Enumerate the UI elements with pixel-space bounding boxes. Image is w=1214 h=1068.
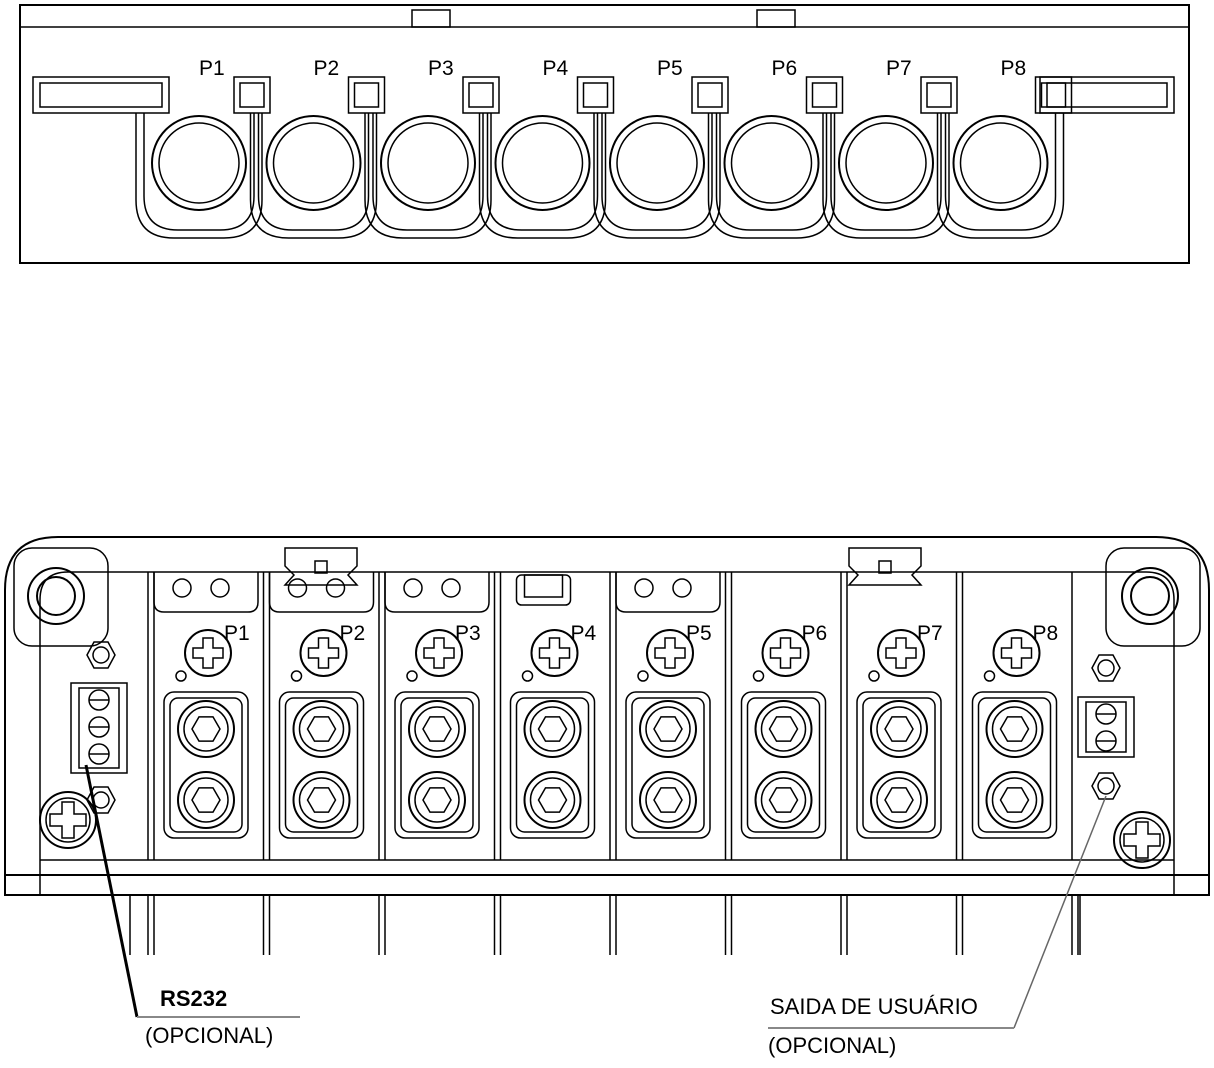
hex-fitting-icon	[985, 700, 1044, 758]
top-port-8	[936, 113, 1065, 239]
user-output-callout: SAIDA DE USUÁRIO (OPCIONAL)	[768, 795, 1107, 1058]
hex-fitting-icon	[985, 771, 1044, 829]
hex-fitting-icon	[639, 700, 697, 758]
top-port-label: P1	[199, 57, 225, 80]
top-port-6	[707, 113, 836, 239]
housing-inner-outline	[39, 571, 1175, 895]
user-output-leader-line	[1013, 795, 1107, 1029]
port-label: P1	[224, 622, 250, 645]
corner-mount-right	[1105, 547, 1201, 647]
phillips-screw-icon	[1113, 811, 1171, 869]
port-label: P7	[917, 622, 943, 645]
port-module-4: P4	[493, 572, 597, 860]
rs232-title: RS232	[160, 986, 227, 1011]
port-label: P5	[686, 622, 712, 645]
port-label: P3	[455, 622, 481, 645]
bottom-view-panel: P1 P2 P3 P4 P5 P6 P7 P8	[4, 536, 1210, 955]
user-output-note: (OPCIONAL)	[768, 1033, 896, 1058]
clip-left	[283, 547, 359, 586]
port-module-3: P3	[378, 572, 490, 860]
top-slot	[920, 76, 958, 114]
housing-fins	[129, 895, 1081, 955]
hex-fitting-icon	[754, 700, 813, 758]
top-port-5	[593, 113, 721, 239]
top-slot	[1034, 76, 1073, 114]
hex-fitting-icon	[408, 700, 466, 758]
rs232-note: (OPCIONAL)	[145, 1023, 273, 1048]
top-port-1	[135, 113, 263, 239]
terminal-block-icon	[1077, 696, 1135, 758]
top-port-label: P7	[886, 57, 912, 80]
hex-fitting-icon	[523, 771, 582, 829]
top-slot	[233, 76, 271, 114]
housing-outline	[4, 536, 1210, 896]
top-port-label: P5	[657, 57, 683, 80]
top-port-label: P3	[428, 57, 454, 80]
port-module-7: P7	[840, 572, 943, 860]
hex-fitting-icon	[292, 771, 351, 829]
hex-nut-icon	[86, 641, 116, 669]
hex-fitting-icon	[754, 771, 813, 829]
user-output-title: SAIDA DE USUÁRIO	[770, 994, 978, 1019]
port-module-8: P8	[955, 572, 1059, 860]
port-label: P8	[1033, 622, 1059, 645]
top-port-7	[822, 113, 950, 239]
port-label: P6	[802, 622, 828, 645]
phillips-screw-icon	[992, 629, 1041, 677]
end-slot-right	[1039, 76, 1175, 114]
top-port-3	[364, 113, 492, 239]
hex-nut-icon	[1091, 654, 1121, 682]
top-slot	[347, 76, 386, 114]
phillips-screw-icon	[184, 629, 232, 677]
phillips-screw-icon	[530, 629, 579, 677]
top-port-label: P8	[1001, 57, 1027, 80]
top-port-label: P4	[543, 57, 569, 80]
top-port-4	[478, 113, 607, 239]
top-port-label: P6	[772, 57, 798, 80]
top-port-label: P2	[314, 57, 340, 80]
end-slot-left	[32, 76, 170, 114]
corner-mount-left	[13, 547, 109, 647]
top-slot	[805, 76, 844, 114]
phillips-screw-icon	[761, 629, 810, 677]
top-port-2	[249, 113, 378, 239]
rs232-callout: RS232 (OPCIONAL)	[84, 764, 300, 1048]
rs232-leader-line	[84, 764, 139, 1018]
phillips-screw-icon	[877, 629, 925, 677]
top-tab-right	[756, 9, 796, 28]
top-slot	[576, 76, 615, 114]
terminal-block-icon	[70, 682, 128, 774]
hex-fitting-icon	[639, 771, 697, 829]
clip-right	[847, 547, 923, 586]
top-view-panel: P1 P2 P3 P4 P5 P6 P7 P8	[19, 4, 1190, 264]
top-slot	[462, 76, 500, 114]
phillips-screw-icon	[415, 629, 463, 677]
hex-fitting-icon	[292, 700, 351, 758]
port-label: P2	[340, 622, 366, 645]
port-label: P4	[571, 622, 597, 645]
port-module-5: P5	[609, 572, 721, 860]
port-module-1: P1	[147, 572, 259, 860]
hex-fitting-icon	[870, 771, 928, 829]
phillips-screw-icon	[299, 629, 348, 677]
hex-fitting-icon	[870, 700, 928, 758]
phillips-screw-icon	[646, 629, 694, 677]
hex-nut-icon	[1091, 772, 1121, 800]
top-view-outline	[19, 4, 1190, 264]
hex-fitting-icon	[408, 771, 466, 829]
top-tab-left	[411, 9, 451, 28]
hex-fitting-icon	[177, 700, 235, 758]
top-slot	[691, 76, 729, 114]
hex-fitting-icon	[177, 771, 235, 829]
port-module-6: P6	[724, 572, 828, 860]
port-module-2: P2	[262, 572, 375, 860]
hex-fitting-icon	[523, 700, 582, 758]
